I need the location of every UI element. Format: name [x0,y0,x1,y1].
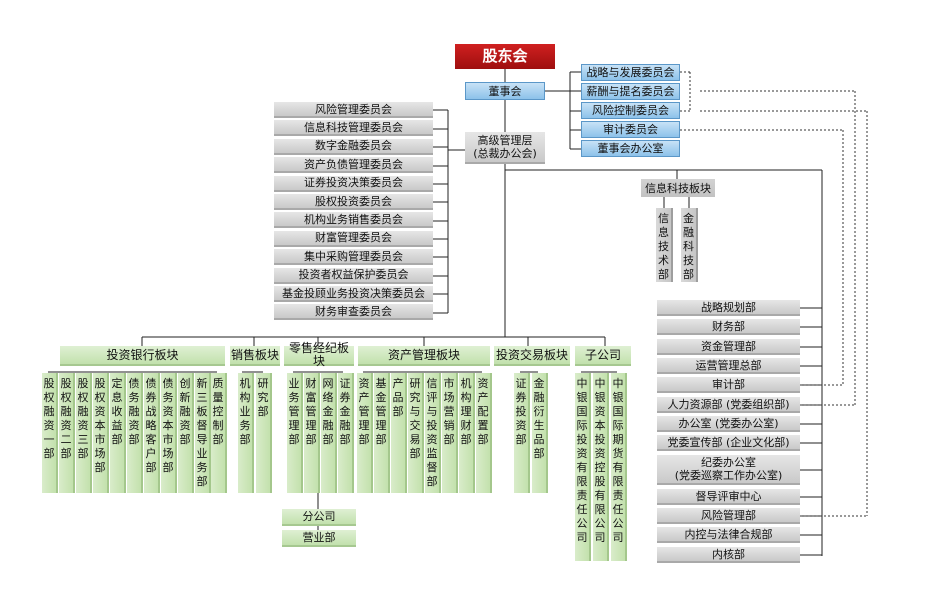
management-committee-item[interactable]: 财富管理委员会 [274,230,433,247]
functional-dept-item[interactable]: 办公室 (党委办公室) [657,416,800,432]
segment-unit-item[interactable]: 信评与投资监督部 [425,373,441,493]
segment-unit-item[interactable]: 证券投资部 [514,373,530,493]
it-unit-item[interactable]: 金融科技部 [681,208,698,282]
functional-dept-item[interactable]: 运营管理总部 [657,358,800,374]
functional-dept-item[interactable]: 战略规划部 [657,300,800,316]
segment-unit-item[interactable]: 中银国际期货有限责任公司 [611,373,627,561]
segment-unit-item[interactable]: 股权融资二部 [59,373,75,493]
segment-unit-item[interactable]: 基金管理部 [374,373,390,493]
functional-dept-item[interactable]: 督导评审中心 [657,489,800,505]
management-committee-item[interactable]: 机构业务销售委员会 [274,212,433,229]
functional-dept-item[interactable]: 党委宣传部 (企业文化部) [657,435,800,451]
segment-header[interactable]: 投资交易板块 [494,346,570,366]
segment-unit-item[interactable]: 新三板督导业务部 [195,373,211,493]
segment-unit-item[interactable]: 机构理财部 [459,373,475,493]
management-committee-item[interactable]: 资产负债管理委员会 [274,157,433,174]
segment-unit-item[interactable]: 定息收益部 [110,373,126,493]
sales-department[interactable]: 营业部 [282,530,356,547]
segment-unit-item[interactable]: 股权融资一部 [42,373,58,493]
shareholders-meeting[interactable]: 股东会 [455,44,555,69]
management-committee-item[interactable]: 证券投资决策委员会 [274,175,433,192]
segment-header[interactable]: 子公司 [575,346,631,366]
segment-unit-item[interactable]: 债券战略客户部 [144,373,160,493]
management-committee-item[interactable]: 股权投资委员会 [274,194,433,210]
board-of-directors[interactable]: 董事会 [465,82,545,100]
management-committee-item[interactable]: 基金投顾业务投资决策委员会 [274,286,433,302]
segment-unit-item[interactable]: 证券金融部 [338,373,354,493]
segment-unit-item[interactable]: 资产配置部 [476,373,492,493]
segment-unit-item[interactable]: 股权资本市场部 [93,373,109,493]
segment-unit-item[interactable]: 债务资本市场部 [161,373,177,493]
segment-header[interactable]: 投资银行板块 [60,346,225,366]
segment-unit-item[interactable]: 资产管理部 [357,373,373,493]
board-committee-item[interactable]: 风险控制委员会 [581,102,680,119]
management-committee-item[interactable]: 财务审查委员会 [274,304,433,321]
segment-unit-item[interactable]: 创新融资部 [178,373,194,493]
segment-unit-item[interactable]: 质量控制部 [211,373,227,493]
board-committee-item[interactable]: 董事会办公室 [581,140,680,157]
segment-unit-item[interactable]: 机构业务部 [238,373,254,493]
board-committee-item[interactable]: 薪酬与提名委员会 [581,83,680,100]
functional-dept-item[interactable]: 人力资源部 (党委组织部) [657,397,800,413]
segment-unit-item[interactable]: 中银资本投资控股有限公司 [593,373,609,561]
functional-dept-item[interactable]: 资金管理部 [657,339,800,355]
it-unit-item[interactable]: 信息技术部 [656,208,673,282]
segment-header[interactable]: 资产管理板块 [358,346,490,366]
segment-unit-item[interactable]: 研究与交易部 [408,373,424,493]
functional-dept-item[interactable]: 内控与法律合规部 [657,527,800,543]
senior-management[interactable]: 高级管理层 (总裁办公会) [465,132,545,164]
segment-unit-item[interactable]: 业务管理部 [287,373,303,493]
management-committee-item[interactable]: 集中采购管理委员会 [274,249,433,266]
segment-unit-item[interactable]: 金融衍生品部 [532,373,548,493]
management-committee-item[interactable]: 风险管理委员会 [274,102,433,118]
management-committee-item[interactable]: 数字金融委员会 [274,138,433,155]
segment-unit-item[interactable]: 研究部 [256,373,272,493]
board-committee-item[interactable]: 战略与发展委员会 [581,64,680,81]
functional-dept-item[interactable]: 财务部 [657,319,800,335]
segment-unit-item[interactable]: 市场营销部 [442,373,458,493]
functional-dept-item[interactable]: 纪委办公室 (党委巡察工作办公室) [657,455,800,485]
it-segment-header[interactable]: 信息科技板块 [641,179,715,197]
functional-dept-item[interactable]: 审计部 [657,377,800,393]
management-committee-item[interactable]: 信息科技管理委员会 [274,120,433,137]
segment-header[interactable]: 零售经纪板块 [284,342,354,368]
segment-unit-item[interactable]: 债务融资部 [127,373,143,493]
branch-office[interactable]: 分公司 [282,509,356,526]
functional-dept-item[interactable]: 风险管理部 [657,508,800,524]
functional-dept-item[interactable]: 内核部 [657,547,800,563]
management-committee-item[interactable]: 投资者权益保护委员会 [274,267,433,284]
segment-unit-item[interactable]: 中银国际投资有限责任公司 [575,373,591,561]
segment-unit-item[interactable]: 网络金融部 [321,373,337,493]
segment-unit-item[interactable]: 财富管理部 [304,373,320,493]
segment-unit-item[interactable]: 产品部 [391,373,407,493]
segment-header[interactable]: 销售板块 [230,346,280,366]
segment-unit-item[interactable]: 股权融资三部 [76,373,92,493]
board-committee-item[interactable]: 审计委员会 [581,121,680,138]
